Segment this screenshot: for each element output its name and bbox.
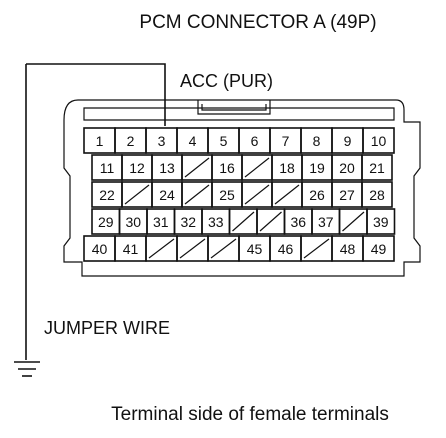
- pin-number: 41: [123, 241, 139, 257]
- pin-number: 40: [92, 241, 108, 257]
- pin-number: 27: [339, 187, 355, 203]
- pin-number: 31: [153, 214, 169, 230]
- pin-number: 45: [247, 241, 263, 257]
- pin-number: 12: [129, 160, 145, 176]
- pin-number: 8: [313, 133, 321, 149]
- jumper-label: JUMPER WIRE: [44, 318, 170, 338]
- pin-number: 22: [99, 187, 115, 203]
- pin-number: 48: [340, 241, 356, 257]
- ground-icon: [14, 361, 40, 377]
- pin-number: 11: [100, 160, 115, 176]
- pin-number: 30: [125, 214, 141, 230]
- pin-cell: [362, 127, 395, 154]
- empty-pin-slash: [274, 184, 300, 205]
- pin-number: 3: [158, 133, 166, 149]
- empty-pin-slash: [303, 238, 330, 259]
- pin-number: 2: [127, 133, 135, 149]
- pin-number: 6: [251, 133, 259, 149]
- empty-pin-slash: [124, 184, 150, 205]
- pin-number: 18: [279, 160, 295, 176]
- connector-housing: [63, 99, 421, 277]
- pin-number: 46: [278, 241, 294, 257]
- pin-number: 26: [309, 187, 325, 203]
- pin-number: 24: [159, 187, 175, 203]
- pin-number: 36: [290, 214, 306, 230]
- pin-number: 4: [189, 133, 197, 149]
- pin-number: 9: [344, 133, 352, 149]
- pin-number: 39: [373, 214, 389, 230]
- pin-number: 20: [339, 160, 355, 176]
- pin-number: 37: [318, 214, 334, 230]
- pin-cell: [362, 235, 395, 262]
- pin-number: 10: [371, 133, 387, 149]
- pin-number: 13: [159, 160, 175, 176]
- empty-pin-slash: [210, 238, 237, 259]
- pin-number: 5: [220, 133, 228, 149]
- acc-wire: [26, 63, 166, 126]
- pin-number: 28: [369, 187, 385, 203]
- pin-number: 29: [98, 214, 114, 230]
- pin-number: 21: [369, 160, 385, 176]
- pin-number: 1: [96, 133, 104, 149]
- pin-number: 32: [180, 214, 196, 230]
- caption: Terminal side of female terminals: [111, 404, 389, 425]
- empty-pin-slash: [244, 184, 270, 205]
- empty-pin-slash: [232, 211, 255, 232]
- pin-number: 25: [219, 187, 235, 203]
- empty-pin-slash: [342, 211, 365, 232]
- empty-pin-slash: [184, 157, 210, 178]
- diagram-title: PCM CONNECTOR A (49P): [139, 12, 376, 33]
- pin-number: 16: [219, 160, 235, 176]
- pin-number: 49: [371, 241, 387, 257]
- pin-cell: [361, 154, 393, 181]
- empty-pin-slash: [179, 238, 206, 259]
- pin-cell: [361, 181, 393, 208]
- pin-number: 33: [208, 214, 224, 230]
- empty-pin-slash: [244, 157, 270, 178]
- pin-cell: [366, 208, 396, 235]
- empty-pin-slash: [148, 238, 175, 259]
- pin-number: 19: [309, 160, 325, 176]
- empty-pin-slash: [259, 211, 282, 232]
- acc-label: ACC (PUR): [180, 71, 273, 91]
- pin-number: 7: [282, 133, 290, 149]
- empty-pin-slash: [184, 184, 210, 205]
